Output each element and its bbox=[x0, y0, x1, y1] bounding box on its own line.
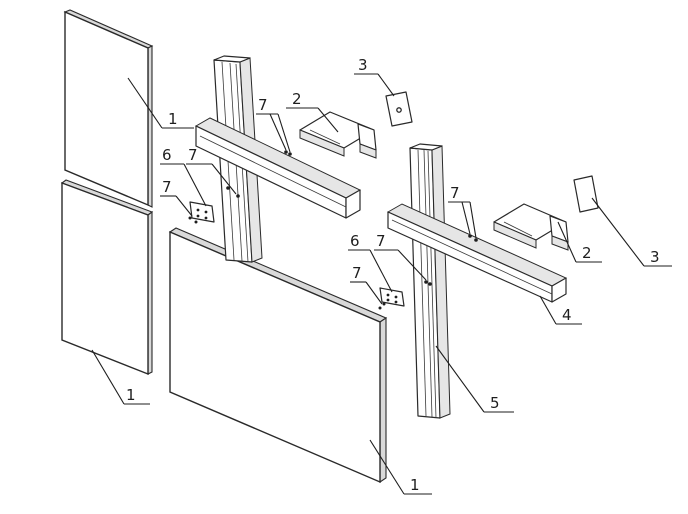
callout-1-top: 1 bbox=[168, 110, 178, 128]
clip-left bbox=[189, 201, 215, 223]
callout-7-d: 7 bbox=[450, 184, 460, 202]
horizontal-channel-right bbox=[386, 203, 568, 303]
callout-7-a: 7 bbox=[258, 96, 268, 114]
horizontal-channel-left bbox=[194, 117, 362, 219]
callout-6-lower: 6 bbox=[350, 232, 360, 250]
callout-1-left: 1 bbox=[126, 386, 136, 404]
callout-3-lower: 3 bbox=[650, 248, 660, 266]
panel-upper-left bbox=[63, 9, 154, 208]
callout-labels: 1 1 1 2 2 3 3 4 5 6 6 7 7 7 7 7 7 bbox=[126, 56, 660, 494]
callout-4: 4 bbox=[562, 306, 572, 324]
clip-right bbox=[379, 287, 405, 307]
callout-7-e: 7 bbox=[376, 232, 386, 250]
vertical-keel-right bbox=[409, 143, 451, 419]
callout-6-upper: 6 bbox=[162, 146, 172, 164]
panel-front-large bbox=[168, 227, 388, 484]
leader-lines bbox=[91, 73, 672, 495]
callout-3-upper: 3 bbox=[358, 56, 368, 74]
fastener-dots bbox=[188, 150, 478, 310]
callout-2-upper: 2 bbox=[292, 90, 302, 108]
callout-2-lower: 2 bbox=[582, 244, 592, 262]
callout-7-c: 7 bbox=[162, 178, 172, 196]
callout-1-bottom: 1 bbox=[410, 476, 420, 494]
panel-mid-left bbox=[60, 179, 154, 376]
callout-7-f: 7 bbox=[352, 264, 362, 282]
plate-right bbox=[573, 175, 599, 213]
callout-5: 5 bbox=[490, 394, 500, 412]
bracket-left bbox=[299, 111, 377, 159]
plate-left bbox=[385, 91, 413, 127]
bracket-right bbox=[493, 203, 569, 251]
callout-7-b: 7 bbox=[188, 146, 198, 164]
